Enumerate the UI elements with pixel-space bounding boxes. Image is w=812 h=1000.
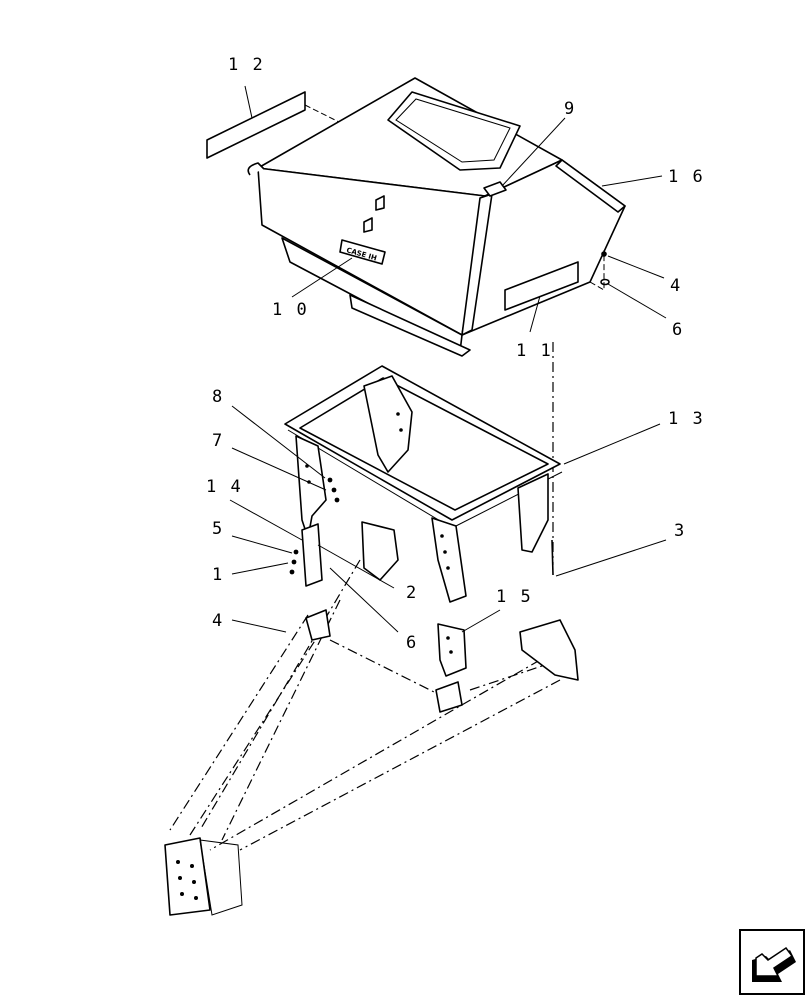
callout-9: 9 <box>564 99 576 119</box>
callout-6-bottom: 6 <box>406 633 418 653</box>
washer-part-6 <box>600 278 610 286</box>
mount-plate-part-14 <box>301 523 323 587</box>
tongue-block <box>435 681 463 713</box>
callout-11: 1 1 <box>516 341 553 361</box>
callout-5: 5 <box>212 519 224 539</box>
latch <box>363 217 373 233</box>
frame-left-leg <box>295 435 327 539</box>
callout-16: 1 6 <box>668 167 705 187</box>
callout-12: 1 2 <box>228 55 265 75</box>
logo-decal-part-10 <box>339 239 386 265</box>
callout-10: 1 0 <box>272 300 309 320</box>
hopper-handle <box>247 162 265 176</box>
frame-front-leg <box>431 517 467 603</box>
hitch-end-bracket <box>519 619 579 681</box>
hardware-parts-7-8 <box>327 477 340 503</box>
hopper-corner-strip <box>461 193 493 336</box>
bolt-part-3 <box>551 539 554 576</box>
mount-plate-part-15 <box>437 623 467 677</box>
callout-4-bottom: 4 <box>212 611 224 631</box>
frame-part-13 <box>284 365 563 603</box>
callout-7: 7 <box>212 431 224 451</box>
tongue-block <box>305 609 331 641</box>
part-9-bracket <box>483 181 507 197</box>
callout-3: 3 <box>674 521 686 541</box>
callout-labels: 1 2 9 1 6 4 6 1 0 1 1 8 1 3 7 1 4 5 1 2 … <box>206 55 705 653</box>
hopper-assembly: CASE IH <box>206 77 626 357</box>
callout-1: 1 <box>212 565 224 585</box>
callout-4-top: 4 <box>670 276 682 296</box>
hopper-bottom-rail <box>349 294 471 357</box>
callout-15: 1 5 <box>496 587 533 607</box>
clevis <box>164 837 211 916</box>
hitch-tongue <box>164 559 579 916</box>
callout-2: 2 <box>406 583 418 603</box>
callout-6-top: 6 <box>672 320 684 340</box>
latch <box>375 195 385 211</box>
hopper-opening <box>387 91 521 171</box>
frame-right-leg <box>517 473 549 553</box>
arrow-back-icon[interactable] <box>739 929 805 995</box>
bracket-part-2 <box>361 521 399 581</box>
decal-part-11 <box>504 261 579 311</box>
nut-part-4 <box>601 251 607 257</box>
callout-14: 1 4 <box>206 477 243 497</box>
hopper-side-flange <box>555 159 626 213</box>
callout-13: 1 3 <box>668 409 705 429</box>
decal-part-12 <box>206 91 306 159</box>
callout-8: 8 <box>212 387 224 407</box>
frame-rear-leg <box>363 375 413 473</box>
leader-lines <box>229 85 667 633</box>
